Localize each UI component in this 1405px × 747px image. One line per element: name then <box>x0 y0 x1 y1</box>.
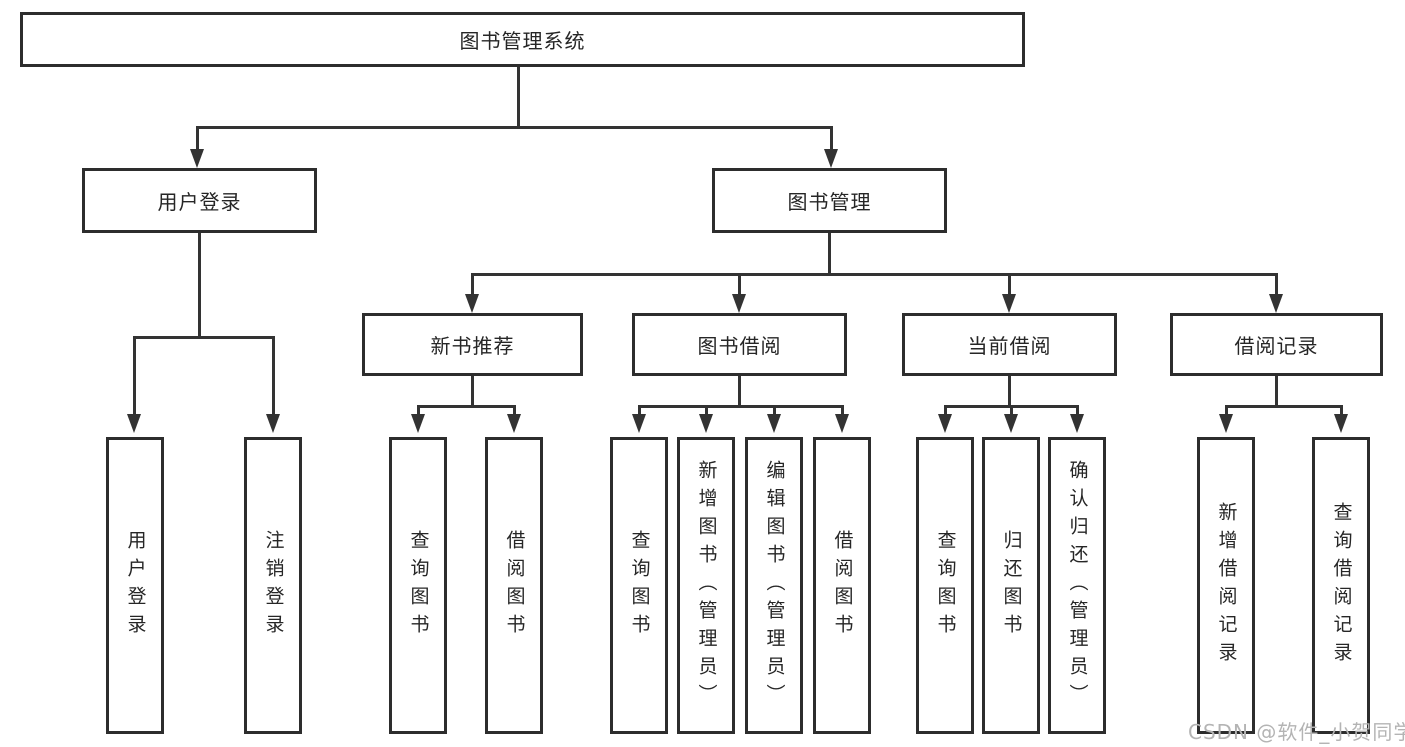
connector-user-login-stem <box>198 233 201 336</box>
node-book-borrow: 图书借阅 <box>632 313 847 376</box>
arrowhead-to-logout-leaf <box>266 414 280 433</box>
arrowhead-book-borrow-leaf-4 <box>835 414 849 433</box>
node-user-login-label: 用户登录 <box>157 190 242 214</box>
connector-borrow-records-split <box>1225 405 1343 408</box>
connector-book-mgmt-split <box>471 273 1278 276</box>
csdn-watermark: CSDN @软件_小贺同学 <box>1188 720 1405 744</box>
leaf-bb-edit-books-admin: 编辑图书（管理员） <box>745 437 803 734</box>
arrowhead-to-current-borrow <box>1002 294 1016 313</box>
connector-root-right-drop <box>830 126 833 152</box>
leaf-bb-edit-books-admin-label: 编辑图书（管理员） <box>763 459 786 712</box>
leaf-cb-query-books: 查询图书 <box>916 437 974 734</box>
connector-current-borrow-drop-1 <box>944 405 947 416</box>
arrowhead-to-book-borrow <box>732 294 746 313</box>
arrowhead-current-borrow-leaf-3 <box>1070 414 1084 433</box>
leaf-nb-query-books-label: 查询图书 <box>407 529 430 642</box>
connector-root-stem <box>517 67 520 126</box>
leaf-user-login: 用户登录 <box>106 437 164 734</box>
connector-root-split <box>196 126 833 129</box>
connector-user-login-drop-2 <box>272 336 275 415</box>
leaf-nb-borrow-books: 借阅图书 <box>485 437 543 734</box>
node-borrow-records-label: 借阅记录 <box>1234 334 1319 358</box>
connector-current-borrow-drop-3 <box>1076 405 1079 416</box>
connector-book-mgmt-drop-3 <box>1008 273 1011 296</box>
connector-new-book-drop-1 <box>417 405 420 416</box>
node-root-system: 图书管理系统 <box>20 12 1025 67</box>
node-borrow-records: 借阅记录 <box>1170 313 1383 376</box>
leaf-bb-borrow-books-label: 借阅图书 <box>831 529 854 642</box>
leaf-logout: 注销登录 <box>244 437 302 734</box>
leaf-bb-add-books-admin-label: 新增图书（管理员） <box>695 459 718 712</box>
connector-book-borrow-drop-2 <box>705 405 708 416</box>
arrowhead-to-user-login <box>190 149 204 168</box>
connector-user-login-split <box>133 336 275 339</box>
connector-book-borrow-drop-3 <box>773 405 776 416</box>
arrowhead-book-borrow-leaf-2 <box>699 414 713 433</box>
node-user-login: 用户登录 <box>82 168 317 233</box>
connector-user-login-drop-1 <box>133 336 136 415</box>
leaf-bb-add-books-admin: 新增图书（管理员） <box>677 437 735 734</box>
connector-book-mgmt-stem <box>828 233 831 273</box>
arrowhead-to-new-book <box>465 294 479 313</box>
arrowhead-to-book-mgmt <box>824 149 838 168</box>
arrowhead-current-borrow-leaf-1 <box>938 414 952 433</box>
node-current-borrow: 当前借阅 <box>902 313 1117 376</box>
connector-book-borrow-stem <box>738 376 741 405</box>
connector-new-book-stem <box>471 376 474 405</box>
arrowhead-borrow-records-leaf-2 <box>1334 414 1348 433</box>
arrowhead-borrow-records-leaf-1 <box>1219 414 1233 433</box>
leaf-nb-query-books: 查询图书 <box>389 437 447 734</box>
connector-borrow-records-drop-2 <box>1340 405 1343 416</box>
leaf-bb-borrow-books: 借阅图书 <box>813 437 871 734</box>
connector-book-mgmt-drop-1 <box>471 273 474 296</box>
leaf-br-query-record: 查询借阅记录 <box>1312 437 1370 734</box>
leaf-br-query-record-label: 查询借阅记录 <box>1330 501 1353 670</box>
leaf-cb-return-books-label: 归还图书 <box>1000 529 1023 642</box>
leaf-nb-borrow-books-label: 借阅图书 <box>503 529 526 642</box>
leaf-logout-label: 注销登录 <box>262 529 285 642</box>
arrowhead-to-login-leaf <box>127 414 141 433</box>
arrowhead-book-borrow-leaf-1 <box>632 414 646 433</box>
connector-book-mgmt-drop-4 <box>1275 273 1278 296</box>
leaf-cb-return-books: 归还图书 <box>982 437 1040 734</box>
leaf-br-add-record-label: 新增借阅记录 <box>1215 501 1238 670</box>
arrowhead-new-book-leaf-1 <box>411 414 425 433</box>
arrowhead-current-borrow-leaf-2 <box>1004 414 1018 433</box>
connector-book-borrow-drop-1 <box>638 405 641 416</box>
node-new-book-rec-label: 新书推荐 <box>430 334 515 358</box>
leaf-cb-confirm-return-admin-label: 确认归还（管理员） <box>1066 459 1089 712</box>
node-book-borrow-label: 图书借阅 <box>697 334 782 358</box>
connector-book-borrow-split <box>638 405 844 408</box>
leaf-user-login-label: 用户登录 <box>124 529 147 642</box>
leaf-bb-query-books-label: 查询图书 <box>628 529 651 642</box>
arrowhead-book-borrow-leaf-3 <box>767 414 781 433</box>
connector-root-left-drop <box>196 126 199 152</box>
connector-current-borrow-stem <box>1008 376 1011 405</box>
node-book-mgmt-label: 图书管理 <box>787 190 872 214</box>
leaf-br-add-record: 新增借阅记录 <box>1197 437 1255 734</box>
arrowhead-new-book-leaf-2 <box>507 414 521 433</box>
connector-book-borrow-drop-4 <box>841 405 844 416</box>
connector-borrow-records-drop-1 <box>1225 405 1228 416</box>
connector-new-book-split <box>417 405 516 408</box>
connector-current-borrow-drop-2 <box>1010 405 1013 416</box>
leaf-cb-query-books-label: 查询图书 <box>934 529 957 642</box>
connector-new-book-drop-2 <box>513 405 516 416</box>
node-root-system-label: 图书管理系统 <box>459 29 586 53</box>
connector-book-mgmt-drop-2 <box>738 273 741 296</box>
arrowhead-to-borrow-records <box>1269 294 1283 313</box>
node-current-borrow-label: 当前借阅 <box>967 334 1052 358</box>
leaf-cb-confirm-return-admin: 确认归还（管理员） <box>1048 437 1106 734</box>
connector-borrow-records-stem <box>1275 376 1278 405</box>
node-book-mgmt: 图书管理 <box>712 168 947 233</box>
leaf-bb-query-books: 查询图书 <box>610 437 668 734</box>
node-new-book-rec: 新书推荐 <box>362 313 583 376</box>
